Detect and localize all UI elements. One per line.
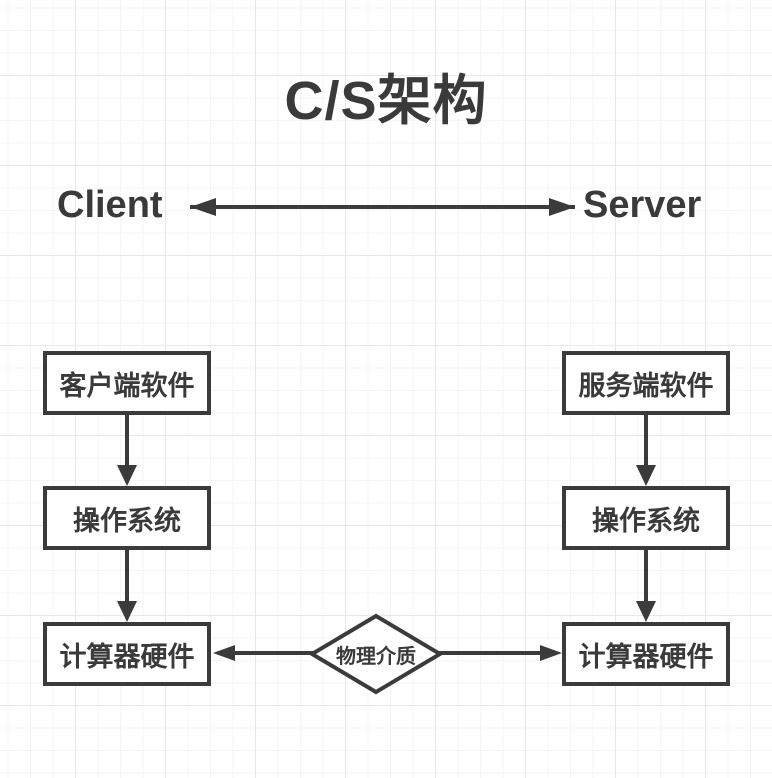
diagram-title: C/S架构 — [284, 71, 488, 131]
arrowhead-down-icon — [117, 465, 137, 486]
client-arrow-2-line — [125, 550, 129, 603]
client-os-box: 操作系统 — [43, 486, 211, 550]
arrowhead-right-icon — [540, 645, 562, 661]
client-software-box: 客户端软件 — [43, 351, 211, 415]
client-hardware-box: 计算器硬件 — [43, 622, 211, 686]
server-software-box: 服务端软件 — [562, 351, 730, 415]
diamond-to-client-line — [231, 651, 313, 655]
client-label: Client — [57, 184, 163, 226]
diamond-label: 物理介质 — [336, 645, 416, 668]
server-arrow-2-line — [644, 550, 648, 603]
arrowhead-down-icon — [636, 601, 656, 622]
server-label: Server — [583, 184, 702, 226]
arrowhead-left-icon — [190, 198, 216, 216]
arrowhead-left-icon — [213, 645, 235, 661]
server-arrow-1-line — [644, 415, 648, 468]
physical-medium-diamond: 物理介质 — [309, 613, 443, 695]
client-arrow-1-line — [125, 415, 129, 468]
client-server-connector-line — [190, 205, 575, 209]
diamond-shape-icon — [309, 613, 443, 695]
arrowhead-down-icon — [636, 465, 656, 486]
diamond-to-server-line — [438, 651, 542, 655]
server-os-box: 操作系统 — [562, 486, 730, 550]
arrowhead-right-icon — [549, 198, 575, 216]
server-hardware-box: 计算器硬件 — [562, 622, 730, 686]
arrowhead-down-icon — [117, 601, 137, 622]
